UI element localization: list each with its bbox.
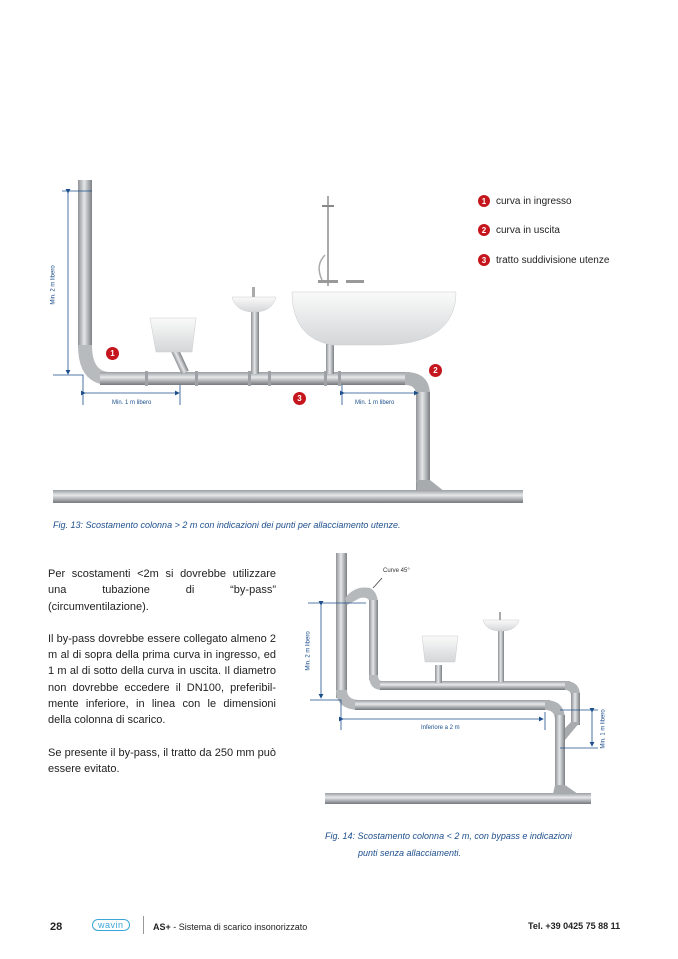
figure-13-caption: Fig. 13: Scostamento colonna > 2 m con i…	[53, 520, 401, 530]
fig14-dimension-lines	[308, 577, 598, 749]
fig14-dim-vertical-label: Min. 2 m libero	[305, 631, 312, 671]
fig13-dim-right-label: Min. 1 m libero	[355, 400, 395, 406]
page-number: 28	[50, 921, 63, 933]
legend-badge: 2	[478, 224, 490, 236]
footer-divider	[143, 916, 144, 934]
legend-label: tratto suddivisione utenze	[496, 254, 610, 266]
page-footer: 28 wavin AS+ - Sistema di scarico insono…	[0, 916, 678, 938]
wavin-logo: wavin	[92, 919, 130, 931]
fig14-fixtures	[421, 612, 520, 663]
fig13-pipes	[53, 180, 523, 503]
fig13-dimension-lines	[53, 189, 419, 405]
body-text: Per scostamenti <2m si dovrebbe utilizza…	[48, 566, 276, 793]
fig13-dim-left-label: Min. 1 m libero	[112, 400, 152, 406]
legend-item-3: 3 tratto suddivisione utenze	[478, 254, 609, 266]
fig14-dim-horizontal-label: Inferiore a 2 m	[421, 725, 460, 731]
fig14-dim-right-label: Min. 1 m libero	[600, 709, 607, 749]
legend-label: curva in ingresso	[496, 195, 572, 207]
product-description: - Sistema di scarico insonorizzato	[170, 922, 308, 932]
fig14-pipes	[325, 553, 591, 804]
legend-badge: 1	[478, 195, 490, 207]
product-name: AS+	[153, 922, 171, 932]
paragraph: Se presente il by-pass, il tratto da 250…	[48, 746, 276, 775]
footer-phone: Tel. +39 0425 75 88 11	[528, 921, 621, 931]
legend-badge: 3	[478, 254, 490, 266]
marker-3: 3	[293, 392, 306, 405]
fig13-fixtures	[149, 196, 457, 353]
legend-item-1: 1 curva in ingresso	[478, 195, 572, 207]
figure-14-caption-line2: punti senza allacciamenti.	[358, 848, 462, 858]
legend-label: curva in uscita	[496, 224, 560, 236]
legend-item-2: 2 curva in uscita	[478, 224, 560, 236]
figure-14-caption-line1: Fig. 14: Scostamento colonna < 2 m, con …	[325, 831, 572, 841]
paragraph: Il by-pass dovrebbe essere collegato alm…	[48, 632, 276, 727]
curve-45-label: Curve 45°	[383, 568, 410, 574]
footer-product: AS+ - Sistema di scarico insonorizzato	[153, 922, 307, 932]
marker-1: 1	[106, 347, 119, 360]
marker-2: 2	[429, 364, 442, 377]
fig13-dim-vertical-label: Min. 2 m libero	[50, 265, 57, 305]
paragraph: Per scostamenti <2m si dovrebbe utilizza…	[48, 568, 276, 613]
